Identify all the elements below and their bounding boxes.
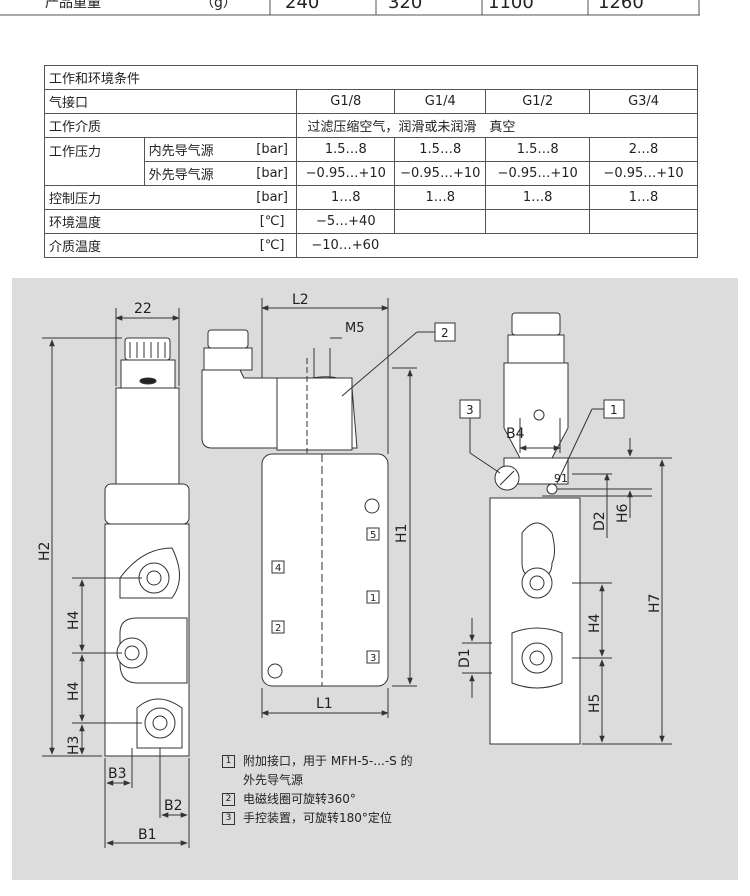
end-view (459, 312, 672, 745)
dimension-drawing: 22 L2 M5 H2 H1 H4 H4 H3 B3 B2 B1 L1 B4 9… (37, 292, 672, 848)
dim-L1: L1 (316, 696, 333, 712)
note-number-box: 1 (222, 755, 235, 768)
medium-temp-value: −10…+60 (296, 233, 698, 258)
dim-M5: M5 (345, 321, 365, 336)
external-value-4: −0.95…+10 (589, 161, 698, 186)
external-value-3: −0.95…+10 (485, 161, 591, 186)
drawing-notes: 1 附加接口，用于 MFH-5-...-S 的外先导气源 2 电磁线圈可旋转36… (222, 752, 422, 828)
ambient-temp-value: −5…+40 (296, 209, 396, 234)
dim-H7: H7 (647, 594, 663, 613)
table-row: 控制压力 [bar] 1…8 1…8 1…8 1…8 (43, 185, 698, 210)
medium-value: 过滤压缩空气，润滑或未润滑 真空 (296, 113, 698, 138)
internal-value-4: 2…8 (589, 137, 698, 162)
dim-H1: H1 (394, 524, 410, 543)
dim-H4-end: H4 (587, 613, 603, 633)
table-row: 气接口 G1/8 G1/4 G1/2 G3/4 (43, 89, 698, 114)
control-value-3: 1…8 (485, 185, 591, 210)
pressure-label: 工作压力 (44, 137, 145, 186)
port-label-3: 3 (370, 653, 376, 664)
side-view (201, 298, 456, 718)
dim-B3: B3 (108, 766, 127, 782)
table-title: 工作和环境条件 (44, 65, 698, 90)
port-label-2: 2 (275, 623, 281, 634)
weight-row-lines (0, 0, 700, 16)
dim-22: 22 (134, 301, 152, 317)
external-value-2: −0.95…+10 (394, 161, 487, 186)
bar-unit: [bar] (247, 185, 298, 210)
bar-unit: [bar] (247, 137, 298, 162)
dim-H5: H5 (587, 694, 603, 713)
weight-value-4: 1260 (598, 0, 644, 13)
list-item: 3 手控装置，可旋转180°定位 (222, 809, 422, 828)
port-g12: G1/2 (485, 89, 591, 114)
note-text: 附加接口，用于 MFH-5-...-S 的外先导气源 (243, 754, 413, 787)
port-label-1: 1 (370, 593, 376, 604)
control-value-2: 1…8 (394, 185, 487, 210)
table-row: 介质温度 [℃] −10…+60 (43, 233, 698, 258)
temp-unit: [℃] (247, 233, 298, 258)
table-title-row: 工作和环境条件 (44, 65, 698, 90)
conditions-table: 工作和环境条件 气接口 G1/8 G1/4 G1/2 G3/4 工作介质 过滤压… (43, 65, 698, 258)
callout-box-3: 3 (466, 403, 474, 417)
internal-value-1: 1.5…8 (296, 137, 396, 162)
dim-D1: D1 (457, 648, 473, 668)
control-pressure-label: 控制压力 (43, 185, 248, 210)
internal-pilot-label: 内先导气源 (143, 137, 248, 162)
dim-H2: H2 (37, 542, 53, 561)
weight-value-2: 320 (388, 0, 423, 13)
dim-H4-upper: H4 (66, 610, 82, 630)
weight-value-1: 240 (285, 0, 320, 13)
note-text: 电磁线圈可旋转360° (243, 792, 356, 806)
bar-unit: [bar] (247, 161, 298, 186)
note-number-box: 3 (222, 812, 235, 825)
dim-91: 91 (554, 472, 568, 485)
external-value-1: −0.95…+10 (296, 161, 396, 186)
port-label-5: 5 (370, 530, 376, 541)
internal-value-2: 1.5…8 (394, 137, 487, 162)
dim-H4-lower: H4 (66, 681, 82, 701)
medium-label: 工作介质 (43, 113, 298, 138)
port-label: 气接口 (43, 89, 298, 114)
control-value-1: 1…8 (296, 185, 396, 210)
dim-D2: D2 (592, 511, 608, 531)
callout-box-2: 2 (441, 326, 449, 340)
dim-B2: B2 (164, 798, 183, 814)
dim-H3: H3 (66, 736, 82, 755)
port-g34: G3/4 (589, 89, 698, 114)
dimension-drawing-panel: 22 L2 M5 H2 H1 H4 H4 H3 B3 B2 B1 L1 B4 9… (12, 278, 738, 880)
control-value-4: 1…8 (589, 185, 698, 210)
note-text: 手控装置，可旋转180°定位 (243, 811, 392, 825)
dim-L2: L2 (292, 292, 309, 308)
callout-box-1: 1 (610, 403, 618, 417)
weight-label: 产品重量 (45, 0, 101, 11)
internal-value-3: 1.5…8 (485, 137, 591, 162)
weight-value-3: 1100 (488, 0, 534, 13)
front-view (42, 308, 190, 848)
ambient-temp-label: 环境温度 (43, 209, 248, 234)
list-item: 1 附加接口，用于 MFH-5-...-S 的外先导气源 (222, 752, 422, 790)
dim-B4: B4 (506, 426, 525, 442)
weight-unit: （g） (200, 0, 237, 11)
table-row: 外先导气源 [bar] −0.95…+10 −0.95…+10 −0.95…+1… (45, 161, 698, 186)
note-number-box: 2 (222, 793, 235, 806)
table-row: 工作压力 内先导气源 [bar] 1.5…8 1.5…8 1.5…8 2…8 (44, 137, 698, 186)
port-g18: G1/8 (296, 89, 396, 114)
table-row: 环境温度 [℃] −5…+40 (43, 209, 698, 234)
medium-temp-label: 介质温度 (43, 233, 248, 258)
port-label-4: 4 (275, 563, 281, 574)
port-g14: G1/4 (394, 89, 487, 114)
table-row: 工作介质 过滤压缩空气，润滑或未润滑 真空 (43, 113, 698, 138)
temp-unit: [℃] (247, 209, 298, 234)
external-pilot-label: 外先导气源 (143, 161, 248, 186)
dim-H6: H6 (615, 503, 631, 523)
list-item: 2 电磁线圈可旋转360° (222, 790, 422, 809)
dim-B1: B1 (138, 827, 157, 843)
